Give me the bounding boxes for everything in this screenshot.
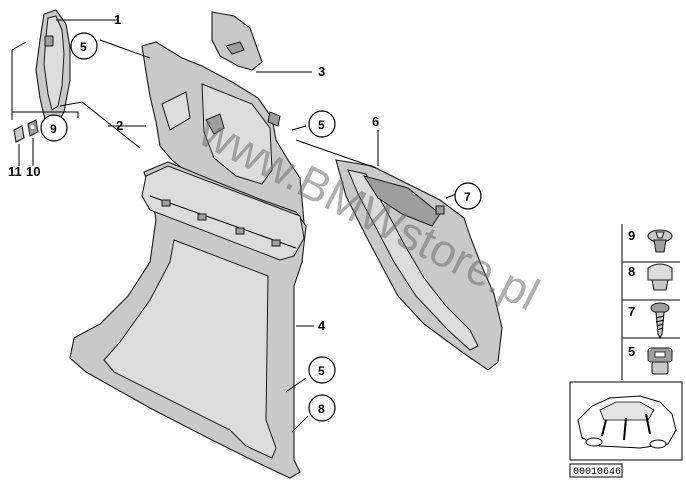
callout-5-a: 5	[80, 40, 87, 54]
car-thumbnail	[569, 381, 683, 461]
callout-9-circle: 9	[40, 114, 68, 142]
legend-num-9: 9	[628, 228, 635, 243]
fastener-legend: 9 8 7 5	[621, 224, 680, 380]
callout-5-circle-b: 5	[308, 110, 336, 138]
callout-7-circle: 7	[454, 182, 482, 210]
callout-9: 9	[50, 122, 57, 136]
callout-3: 3	[318, 64, 325, 79]
callout-5-circle-a: 5	[70, 32, 98, 60]
c-pillar-trim	[335, 159, 503, 371]
clip-10	[27, 119, 39, 137]
callout-8-circle: 8	[308, 394, 336, 422]
callout-11: 11	[8, 164, 22, 179]
callout-5-c: 5	[318, 364, 325, 378]
b-pillar-lower-trim	[69, 161, 307, 479]
push-rivet-icon	[647, 229, 673, 253]
legend-num-5: 5	[628, 344, 635, 359]
b-pillar-upper-trim	[141, 41, 305, 237]
diagram-code: 00010646	[573, 467, 621, 478]
trim-cap	[211, 11, 263, 71]
callout-2: 2	[116, 118, 123, 133]
a-pillar-trim	[35, 9, 71, 127]
clip-nut-icon	[647, 263, 673, 291]
legend-num-7: 7	[628, 304, 635, 319]
callout-10: 10	[26, 164, 40, 179]
callout-7: 7	[464, 190, 471, 204]
callout-5-b: 5	[318, 118, 325, 132]
legend-num-8: 8	[628, 264, 635, 279]
callout-1: 1	[114, 12, 121, 27]
callout-6: 6	[372, 114, 379, 129]
callout-5-circle-c: 5	[308, 356, 336, 384]
clip-11	[13, 125, 25, 143]
screw-icon	[650, 302, 670, 340]
diagram-code-box: 00010646	[569, 463, 623, 478]
clip-icon	[647, 347, 673, 375]
callout-4: 4	[318, 318, 326, 333]
callout-8: 8	[318, 402, 325, 416]
